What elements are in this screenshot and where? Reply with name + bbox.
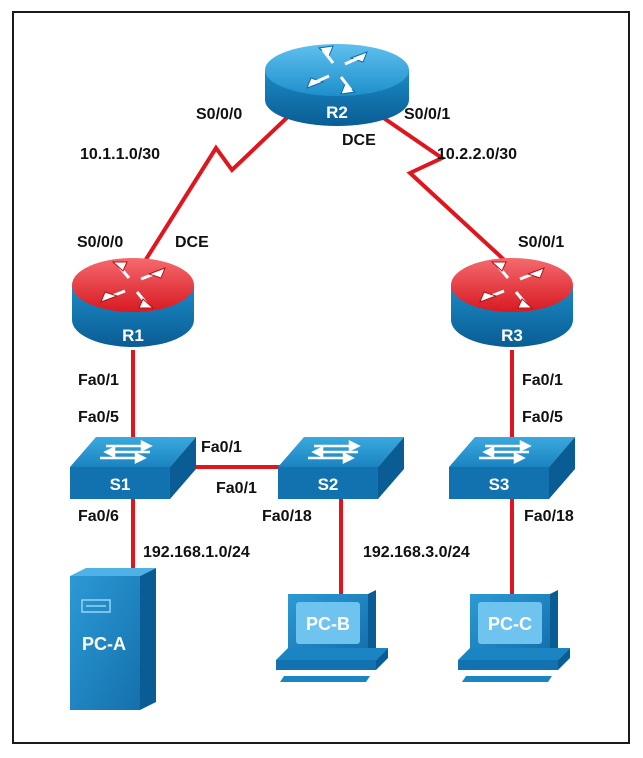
s2-fa018-label: Fa0/18 [262, 508, 312, 525]
pc-b[interactable]: PC-B [276, 590, 388, 682]
pc-c-label: PC-C [488, 614, 532, 634]
r1-s000-label: S0/0/0 [77, 234, 123, 251]
r1-fa01-label: Fa0/1 [78, 372, 119, 389]
diagram-frame [12, 11, 630, 744]
desktop-pc-icon [276, 590, 388, 682]
router-r1-label: R1 [122, 326, 144, 345]
router-icon [72, 258, 194, 347]
pc-a[interactable]: PC-A [70, 568, 156, 710]
s3-fa018-label: Fa0/18 [524, 508, 574, 525]
lan1-network-label: 192.168.1.0/24 [143, 544, 250, 561]
links [131, 108, 515, 594]
desktop-pc-icon [458, 590, 570, 682]
lan3-network-label: 192.168.3.0/24 [363, 544, 470, 561]
switch-s3[interactable]: S3 [449, 437, 575, 499]
r1-dce-label: DCE [175, 234, 209, 251]
router-r3-label: R3 [501, 326, 523, 345]
router-r1[interactable]: R1 [72, 258, 194, 347]
r3-fa01-label: Fa0/1 [522, 372, 563, 389]
labels: S0/0/0 S0/0/1 DCE 10.1.1.0/30 10.2.2.0/3… [77, 106, 574, 561]
s1-fa01-label: Fa0/1 [201, 439, 242, 456]
serial-link-r1-r2 [136, 108, 297, 274]
tower-pc-icon [70, 568, 156, 710]
switch-icon [70, 437, 196, 499]
router-r2[interactable]: R2 [265, 44, 409, 126]
s3-fa05-label: Fa0/5 [522, 409, 563, 426]
r2-dce-label: DCE [342, 132, 376, 149]
switch-s2[interactable]: S2 [278, 437, 404, 499]
router-icon [265, 44, 409, 126]
r2-s000-label: S0/0/0 [196, 106, 242, 123]
switch-s1-label: S1 [110, 475, 131, 494]
r3-s001-label: S0/0/1 [518, 234, 564, 251]
pc-b-label: PC-B [306, 614, 350, 634]
pc-a-label: PC-A [82, 634, 126, 654]
switch-s3-label: S3 [489, 475, 510, 494]
s1-fa05-label: Fa0/5 [78, 409, 119, 426]
s2-fa01-label: Fa0/1 [216, 480, 257, 497]
serial-link-r2-r3 [370, 108, 515, 270]
router-icon [451, 258, 573, 347]
wan2-network-label: 10.2.2.0/30 [437, 146, 517, 163]
s1-fa06-label: Fa0/6 [78, 508, 119, 525]
pc-c[interactable]: PC-C [458, 590, 570, 682]
switch-s2-label: S2 [318, 475, 339, 494]
wan1-network-label: 10.1.1.0/30 [80, 146, 160, 163]
switch-s1[interactable]: S1 [70, 437, 196, 499]
router-r3[interactable]: R3 [451, 258, 573, 347]
switch-icon [449, 437, 575, 499]
switch-icon [278, 437, 404, 499]
r2-s001-label: S0/0/1 [404, 106, 450, 123]
router-r2-label: R2 [326, 103, 348, 122]
